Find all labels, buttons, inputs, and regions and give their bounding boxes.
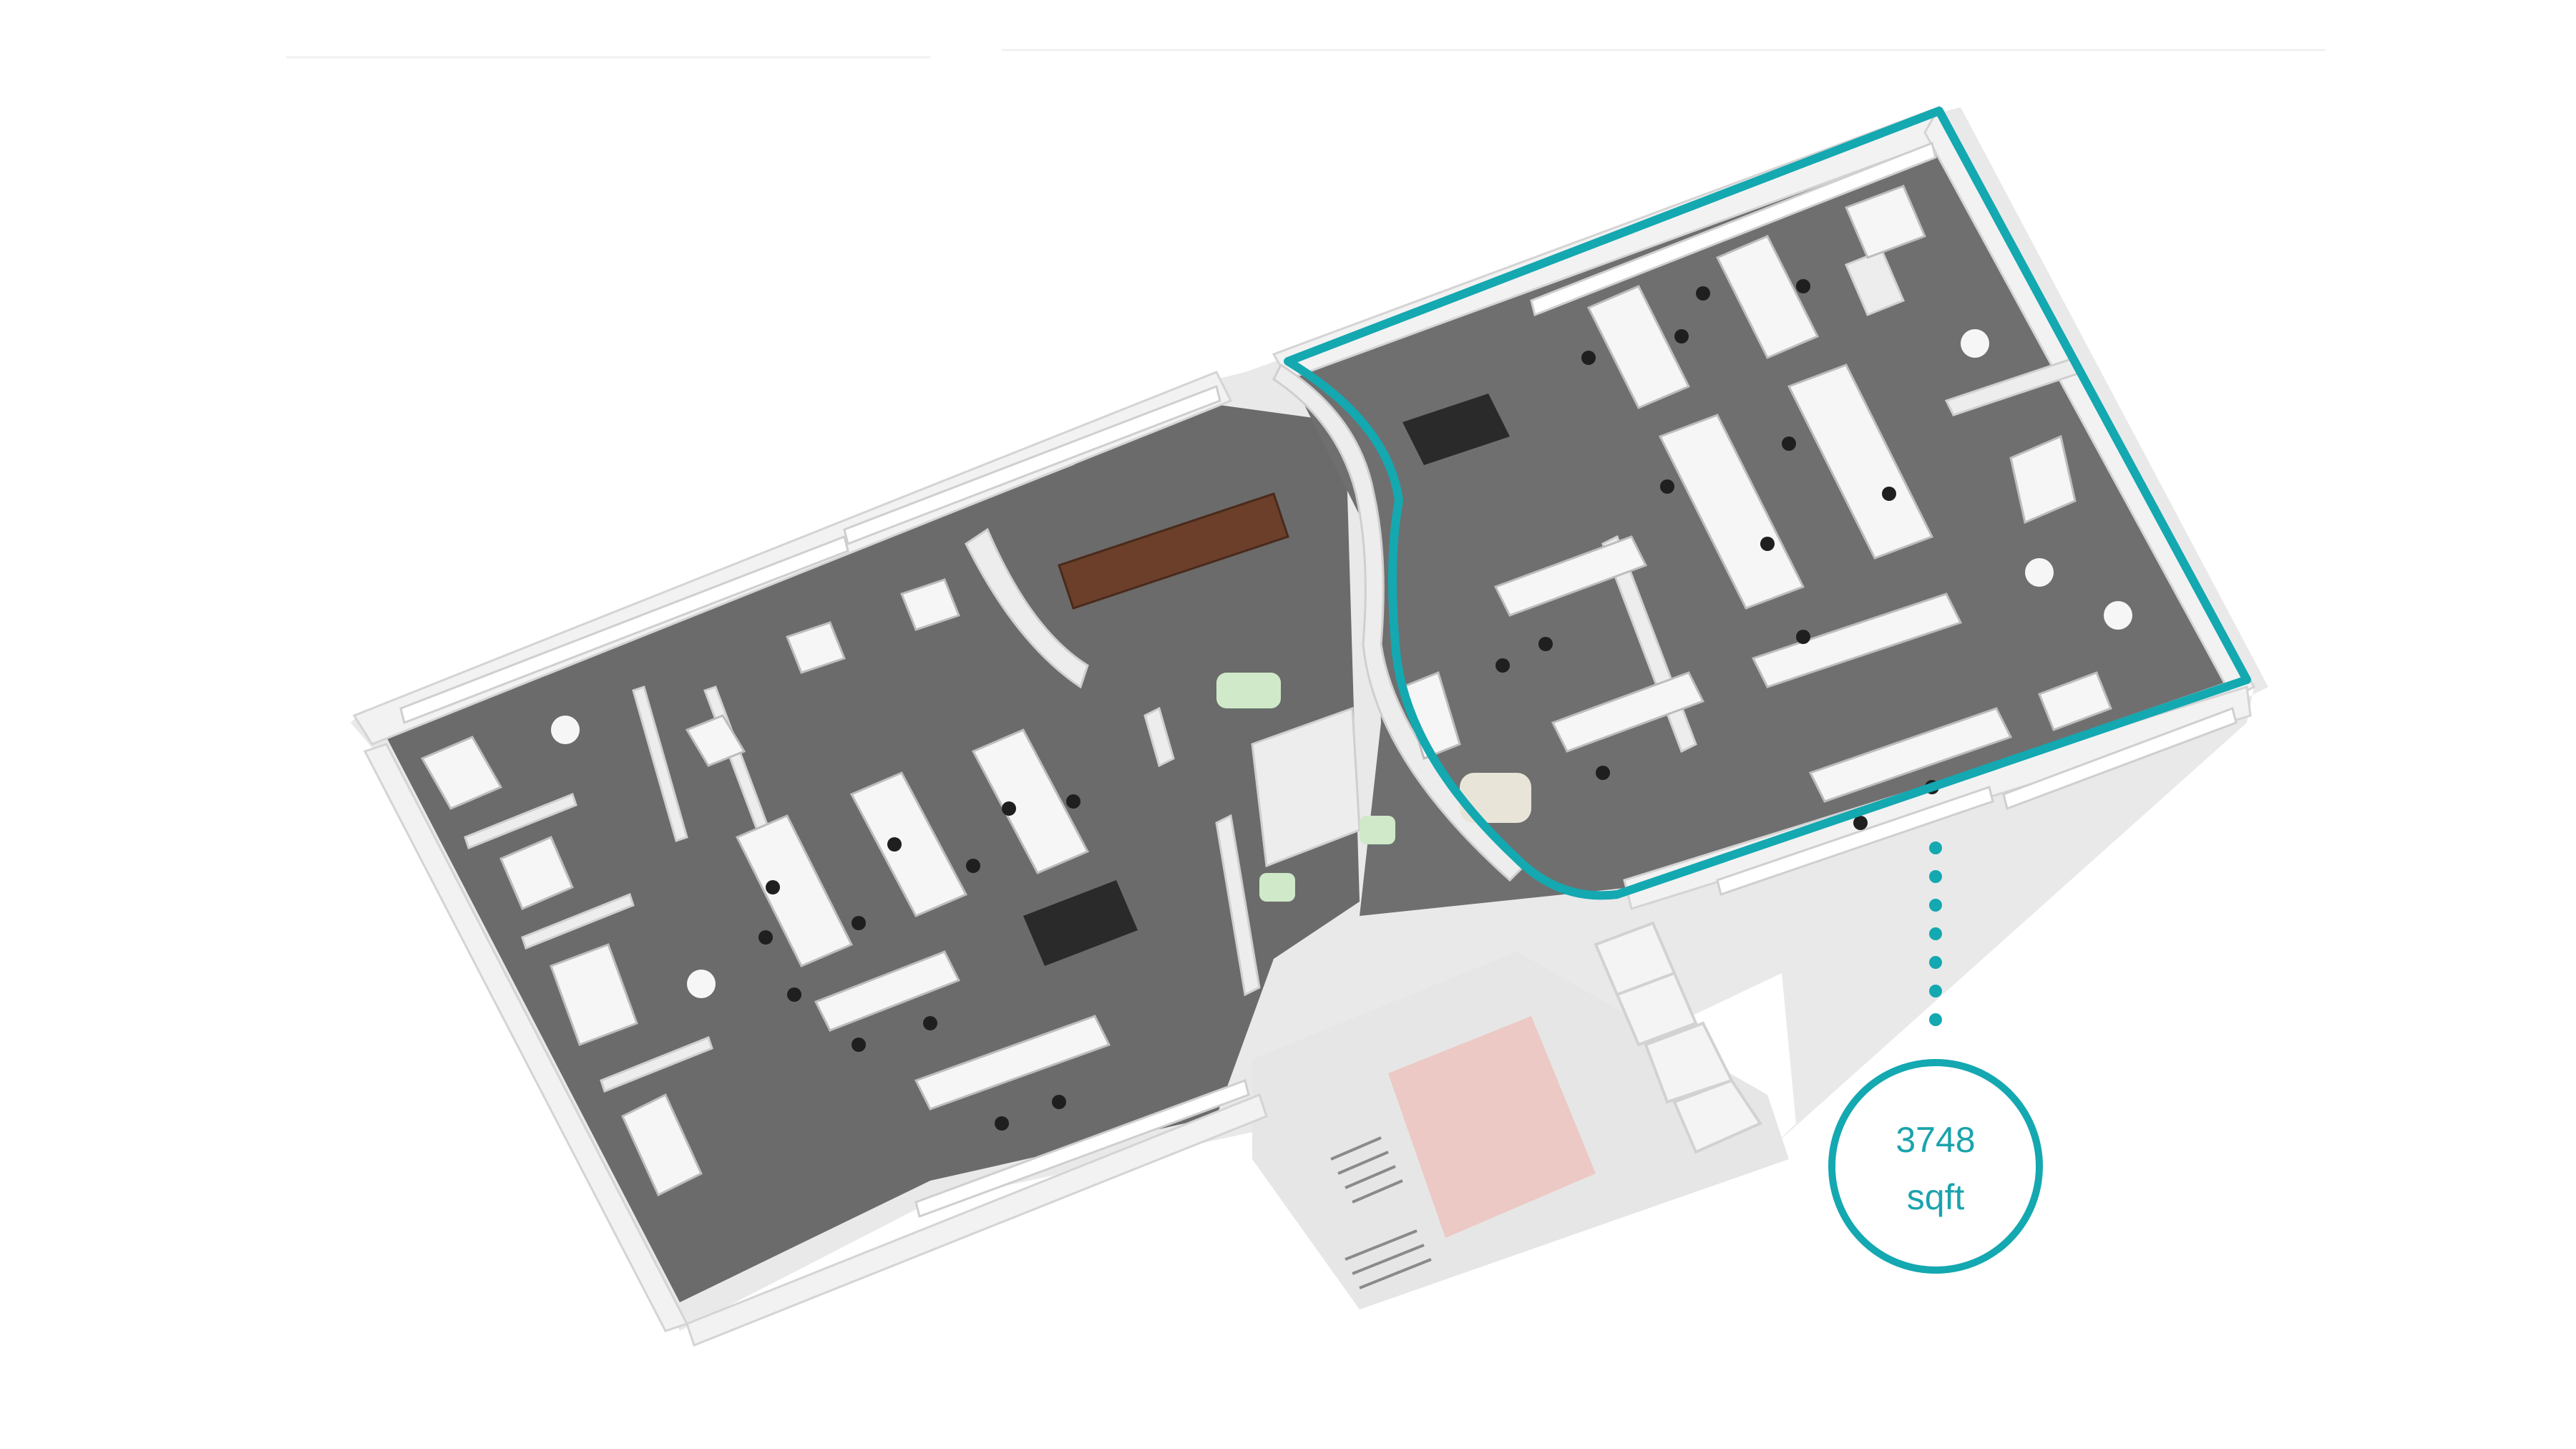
window-bands xyxy=(399,141,2238,1218)
round-table xyxy=(1961,329,1989,358)
boardroom-table xyxy=(1058,492,1289,610)
area-unit: sqft xyxy=(1907,1177,1965,1217)
area-value: 3748 xyxy=(1896,1120,1975,1160)
leader-dots xyxy=(1929,841,1942,1026)
lounge-chair xyxy=(1259,873,1295,902)
armchair-beige xyxy=(1460,773,1531,823)
desk-clusters-right xyxy=(1401,185,2112,803)
backdrop-lines xyxy=(286,49,2326,59)
chairs xyxy=(758,279,1939,1131)
lobby-pink-floor xyxy=(1388,1016,1596,1238)
round-table xyxy=(687,970,716,998)
area-badge: 3748 sqft xyxy=(1828,1059,2043,1274)
annex-rooms xyxy=(1594,921,1762,1154)
highlighted-area-outline xyxy=(1284,107,2251,900)
round-table xyxy=(551,716,580,744)
stairs xyxy=(1330,1136,1432,1289)
lounge-chair xyxy=(1360,816,1395,844)
lounge-furniture xyxy=(551,329,2132,998)
meeting-table-left xyxy=(1023,880,1138,966)
round-table xyxy=(2025,558,2054,587)
meeting-table-right xyxy=(1402,394,1510,465)
round-table xyxy=(2104,601,2132,630)
lounge-sofa xyxy=(1216,673,1281,708)
desk-clusters-left xyxy=(420,578,1111,1197)
meeting-tables xyxy=(1023,394,1510,966)
